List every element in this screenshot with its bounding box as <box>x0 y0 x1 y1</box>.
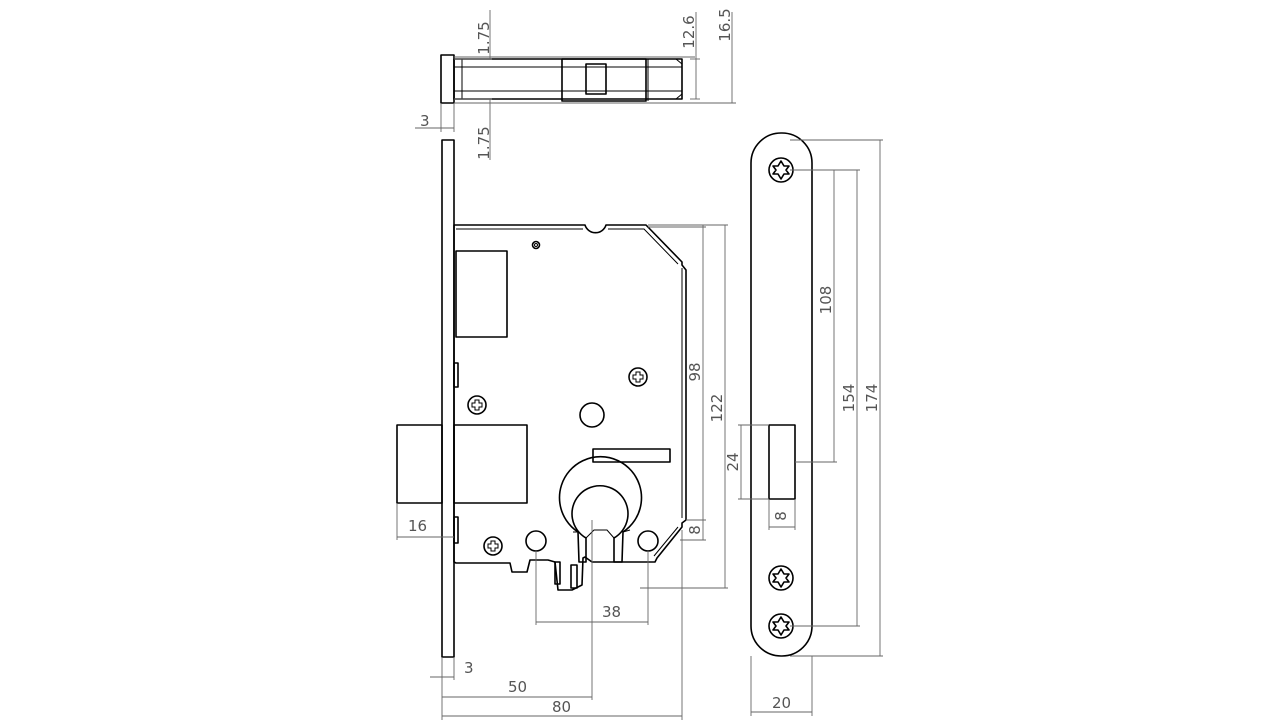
cylinder-screw-hole-left <box>525 530 547 552</box>
faceplate <box>441 139 455 658</box>
dim-faceplate-bottom: 3 <box>464 659 474 677</box>
dim-latch-height: 12.6 <box>680 15 698 48</box>
dim-case-depth: 80 <box>552 698 571 716</box>
dim-strike-length: 174 <box>863 384 881 413</box>
dim-top-offset: 1.75 <box>475 21 493 54</box>
tail-right <box>570 564 578 589</box>
top-view <box>440 54 683 104</box>
screw-icon <box>483 536 503 556</box>
latch-bolt <box>396 424 443 504</box>
cylinder-screw-hole-right <box>637 530 659 552</box>
dim-total-height: 16.5 <box>716 8 734 41</box>
dim-bottom-offset: 1.75 <box>475 126 493 159</box>
dim-backset: 50 <box>508 678 527 696</box>
dim-strike-opening-small: 8 <box>772 511 790 521</box>
strike-plate-dimensions: 108 154 174 24 8 20 <box>724 139 883 716</box>
latch-housing <box>453 424 528 504</box>
dim-strike-hole-top: 108 <box>817 286 835 315</box>
tail-left <box>554 561 561 585</box>
dim-strike-width: 20 <box>772 694 791 712</box>
strike-plate <box>750 132 813 657</box>
faceplate-notch-lower <box>453 516 459 544</box>
faceplate-notch-upper <box>453 362 459 388</box>
top-view-faceplate <box>440 54 455 104</box>
strike-opening <box>768 424 796 500</box>
dim-faceplate-side: 3 <box>420 112 430 130</box>
dim-strike-opening: 24 <box>724 452 742 471</box>
dim-cylinder-offset: 8 <box>686 525 704 535</box>
dim-strike-hole-spacing: 154 <box>840 384 858 413</box>
top-view-dimensions: 1.75 1.75 12.6 16.5 3 <box>415 8 736 160</box>
top-view-latch-block <box>561 58 647 102</box>
torx-screw-icon <box>768 613 794 639</box>
strike-plate-outline <box>750 132 813 657</box>
screw-icon <box>628 367 648 387</box>
torx-screw-icon <box>768 565 794 591</box>
slot <box>592 448 671 463</box>
follower-hole <box>579 402 605 428</box>
dim-backset-small: 16 <box>408 517 427 535</box>
deadbolt-window <box>455 250 508 338</box>
screw-icon <box>467 395 487 415</box>
cylinder-profile <box>558 455 643 563</box>
top-view-latch-slot <box>585 63 607 95</box>
torx-screw-icon <box>768 157 794 183</box>
pin-hole <box>531 240 541 250</box>
dim-case-height: 98 <box>686 362 704 381</box>
dim-cylinder-center: 122 <box>708 394 726 423</box>
front-view-dimensions: 98 122 8 16 38 3 50 80 <box>396 224 728 720</box>
dim-hole-spacing: 38 <box>602 603 621 621</box>
lock-case-outline <box>453 224 687 591</box>
front-view <box>396 139 687 658</box>
